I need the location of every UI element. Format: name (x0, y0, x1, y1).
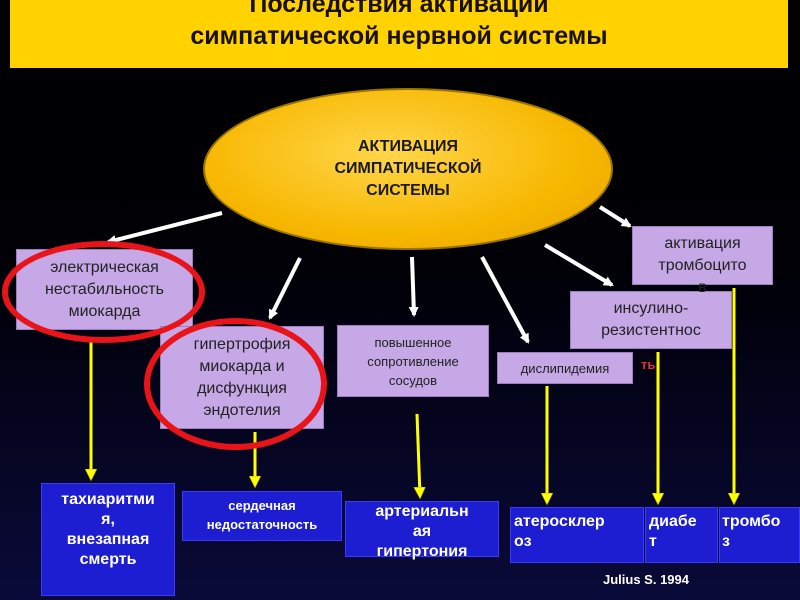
highlight-ring-hypertrophy (144, 318, 327, 450)
outcome-hypertension: артериальн ая гипертония (345, 501, 499, 560)
arrow-to-platelet (598, 205, 632, 228)
title-line-2: симпатической нервной системы (190, 22, 608, 50)
title-line-1: Последствия активации (249, 0, 549, 18)
arrow-to-dyslipidemia (480, 256, 530, 344)
arrow-to-hypertrophy (268, 257, 302, 320)
outcome-diabetes: диабе т (645, 507, 718, 563)
effect-platelet-activation: активация тромбоцито в (632, 226, 773, 296)
highlight-ring-electrical (2, 241, 205, 343)
outcome-tachyarrhythmia: тахиаритми я, внезапная смерть (41, 483, 175, 596)
effect-insulin-resistance: инсулино- резистентнос (570, 291, 732, 349)
outcome-thrombosis: тромбо з (719, 507, 800, 563)
outcome-atherosclerosis: атеросклер оз (510, 507, 644, 563)
arrow-to-insulin (543, 243, 614, 287)
citation: Julius S. 1994 (603, 572, 689, 587)
effect-vascular-resistance: повышенное сопротивление сосудов (337, 325, 489, 397)
outcome-heart-failure: сердечная недостаточность (182, 491, 342, 541)
insulin-overflow-text: ть (641, 357, 656, 372)
effect-dyslipidemia: дислипидемия (497, 352, 633, 384)
arrow-to-electrical (106, 211, 223, 245)
arrow-to-hypertension (417, 413, 420, 496)
arrow-to-resistance (408, 256, 419, 317)
title-banner: Последствия активации симпатической нерв… (10, 0, 788, 68)
central-node: АКТИВАЦИЯ СИМПАТИЧЕСКОЙ СИСТЕМЫ (203, 88, 613, 250)
